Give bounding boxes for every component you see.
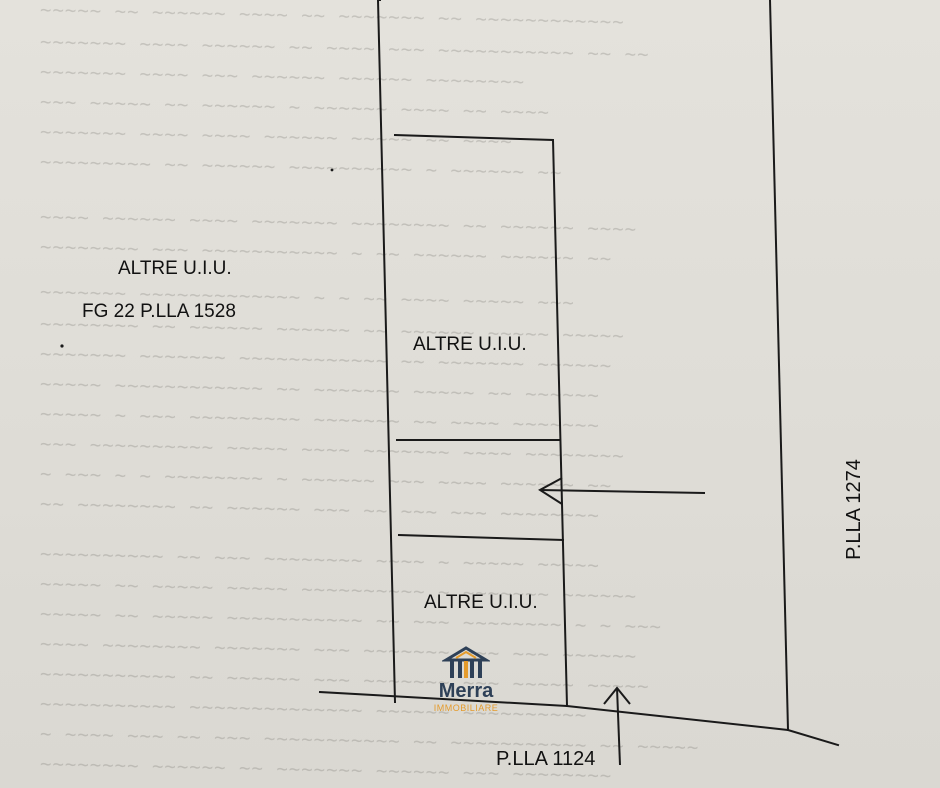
label-altre-uiu-left: ALTRE U.I.U. bbox=[118, 258, 232, 279]
logo-name: Merra bbox=[438, 680, 494, 702]
label-altre-uiu-lower: ALTRE U.I.U. bbox=[424, 592, 538, 613]
plot-boundary-right bbox=[768, 0, 790, 732]
house-columns-icon bbox=[442, 646, 490, 678]
up-arrow-icon bbox=[603, 686, 631, 766]
label-plla-1274: P.LLA 1274 bbox=[842, 459, 865, 560]
label-altre-uiu-upper: ALTRE U.I.U. bbox=[413, 334, 527, 355]
street-boundary bbox=[318, 690, 840, 747]
unit-divider-lower bbox=[397, 533, 565, 542]
merra-logo: Merra IMMOBILIARE bbox=[420, 646, 512, 716]
unit-outline bbox=[393, 133, 569, 708]
left-arrow-icon bbox=[538, 477, 706, 505]
label-fg22-plla1528: FG 22 P.LLA 1528 bbox=[82, 301, 236, 322]
label-plla-1124: P.LLA 1124 bbox=[496, 748, 596, 770]
speck-dot bbox=[330, 168, 334, 172]
speck-dot bbox=[60, 344, 64, 348]
corridor-left-wall bbox=[376, 0, 397, 704]
logo-subtitle: IMMOBILIARE bbox=[433, 703, 499, 713]
